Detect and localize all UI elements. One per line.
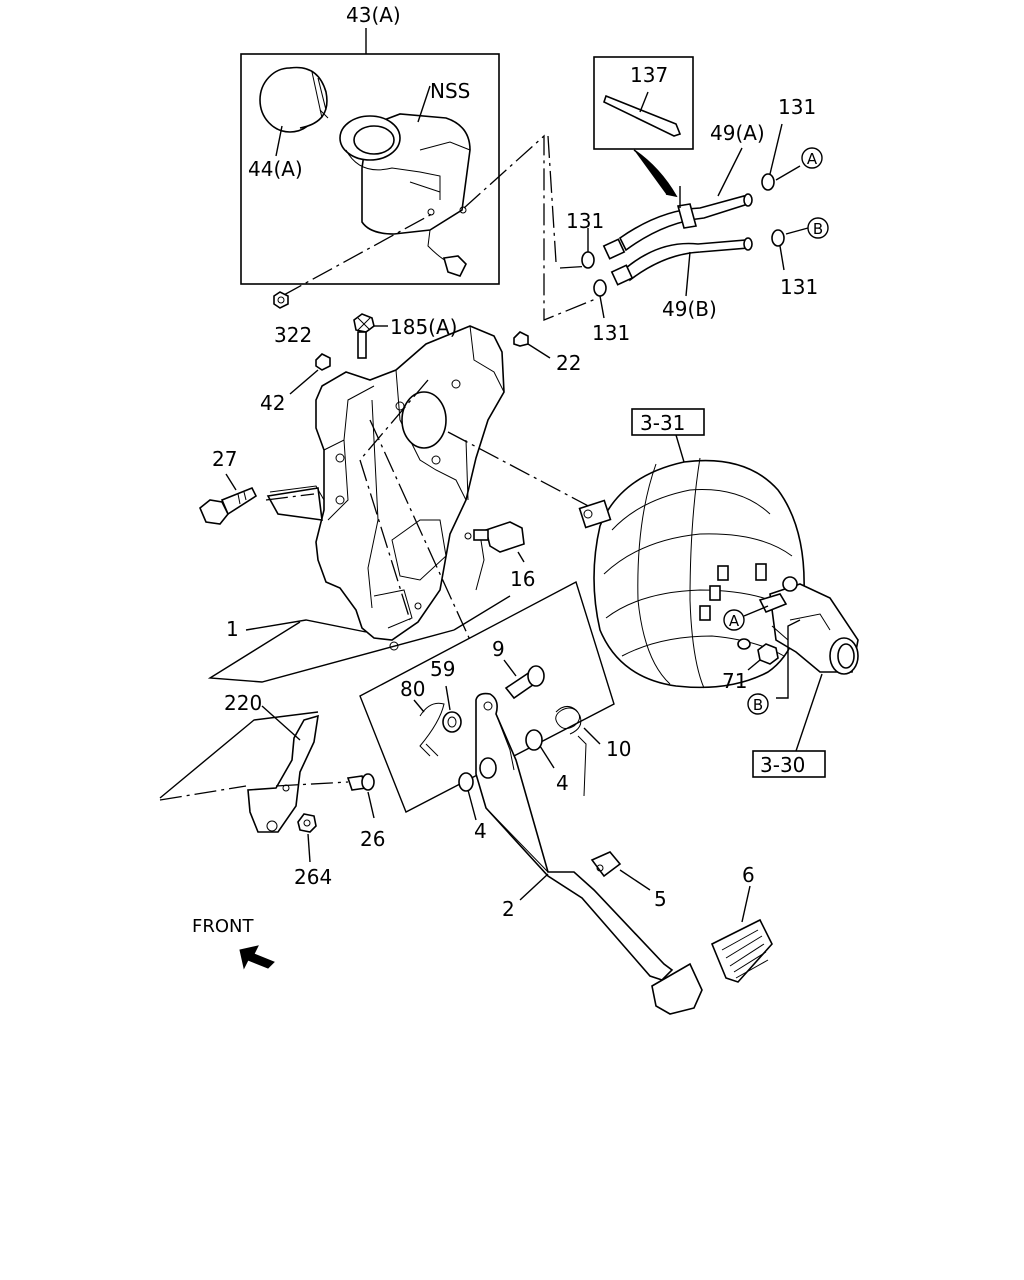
nut-264 — [297, 813, 317, 833]
label-131-right: 131 — [780, 275, 818, 299]
label-43a: 43(A) — [346, 3, 401, 27]
bolt-26 — [346, 773, 375, 791]
bolt-27 — [199, 486, 258, 525]
label-131-top: 131 — [778, 95, 816, 119]
brake-booster — [578, 457, 805, 689]
svg-text:B: B — [813, 220, 823, 238]
reservoir-kit-group — [240, 28, 500, 285]
label-264: 264 — [294, 865, 332, 889]
nut-22 — [513, 331, 529, 347]
label-131-left: 131 — [566, 209, 604, 233]
callout-b-booster: B — [747, 693, 769, 715]
hose-clamps-131 — [581, 173, 785, 297]
label-3-31: 3-31 — [640, 411, 685, 435]
callout-a-booster: A — [723, 609, 745, 631]
pedal-stopper-5 — [590, 851, 622, 878]
label-220: 220 — [224, 691, 262, 715]
label-27: 27 — [212, 447, 237, 471]
brake-pedal-arm — [475, 692, 703, 1015]
label-3-30: 3-30 — [760, 753, 805, 777]
label-322: 322 — [274, 323, 312, 347]
clip-pointer-arrow — [633, 149, 678, 198]
svg-text:A: A — [729, 612, 740, 630]
label-49b: 49(B) — [662, 297, 717, 321]
label-2: 2 — [502, 897, 515, 921]
return-spring-10 — [555, 706, 587, 797]
bracket-220 — [247, 714, 349, 833]
label-49a: 49(A) — [710, 121, 765, 145]
label-6: 6 — [742, 863, 755, 887]
booster-ref-box-3-31 — [631, 408, 705, 436]
label-42: 42 — [260, 391, 285, 415]
pivot-parts-frame — [359, 580, 615, 813]
reservoir-hoses — [602, 186, 753, 286]
bushing-4-upper — [525, 729, 543, 751]
label-137: 137 — [630, 63, 668, 87]
label-4-lower: 4 — [474, 819, 487, 843]
hose-clip-137 — [603, 91, 682, 137]
master-cylinder — [758, 576, 859, 675]
nut-42 — [315, 353, 331, 371]
label-5: 5 — [654, 887, 667, 911]
label-16: 16 — [510, 567, 535, 591]
clip-detail-box — [593, 56, 694, 150]
label-131-bottom: 131 — [592, 321, 630, 345]
label-10: 10 — [606, 737, 631, 761]
label-1: 1 — [226, 617, 239, 641]
front-direction-arrow — [239, 945, 275, 970]
reservoir-kit-box — [240, 53, 500, 285]
svg-text:B: B — [753, 696, 763, 714]
reservoir-cap — [259, 66, 329, 133]
label-front: FRONT — [192, 916, 254, 937]
callout-b-top: B — [807, 217, 829, 239]
label-80: 80 — [400, 677, 425, 701]
label-44a: 44(A) — [248, 157, 303, 181]
pedal-pad-6 — [710, 918, 773, 983]
cotter-clip-80 — [419, 702, 445, 757]
label-4-upper: 4 — [556, 771, 569, 795]
washer-59 — [442, 711, 462, 733]
master-cylinder-ref-box-3-30 — [752, 750, 826, 778]
label-22: 22 — [556, 351, 581, 375]
bolt-185a — [353, 313, 375, 359]
nut-322 — [273, 291, 289, 309]
brake-fluid-reservoir — [339, 113, 471, 277]
pedal-bracket — [266, 325, 505, 651]
label-59: 59 — [430, 657, 455, 681]
bushing-4-lower — [458, 772, 474, 792]
label-nss: NSS — [430, 79, 470, 103]
label-185a: 185(A) — [390, 315, 457, 339]
label-26: 26 — [360, 827, 385, 851]
leader-bracket-1 — [245, 619, 367, 633]
label-9: 9 — [492, 637, 505, 661]
label-71: 71 — [722, 669, 747, 693]
bracket-to-pivot-leader — [207, 621, 455, 683]
pedal-pin-9 — [504, 665, 545, 700]
nut-71 — [757, 643, 779, 665]
callout-a-top: A — [801, 147, 823, 169]
stop-light-switch-16 — [464, 521, 525, 553]
svg-text:A: A — [807, 150, 818, 168]
